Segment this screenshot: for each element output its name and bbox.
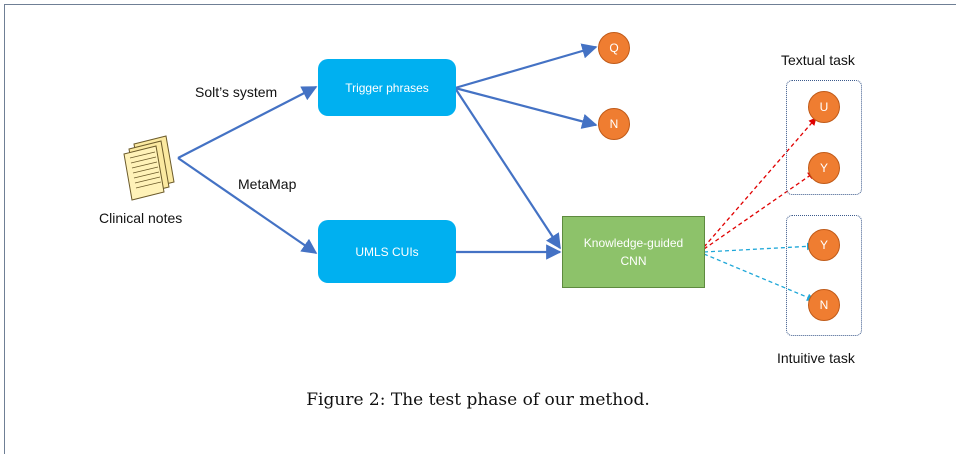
arrow-kcnn-to-y-textual (703, 171, 816, 250)
arrow-trigger-to-n (454, 86, 598, 129)
knowledge-guided-cnn-box: Knowledge-guided CNN (562, 216, 705, 288)
arrow-kcnn-to-u (703, 117, 817, 248)
label-clinical-notes: Clinical notes (99, 210, 183, 226)
arrow-trigger-to-q (454, 43, 598, 90)
arrow-notes-to-umls (177, 157, 318, 254)
node-q: Q (598, 32, 630, 64)
textual-task-group (786, 80, 862, 195)
figure-caption: Figure 2: The test phase of our method. (306, 390, 650, 410)
trigger-phrases-label: Trigger phrases (345, 80, 429, 95)
label-textual-task: Textual task (781, 52, 855, 68)
umls-cuis-label: UMLS CUIs (355, 244, 419, 259)
node-n-intuitive: N (808, 289, 840, 321)
node-y-intuitive: Y (808, 229, 840, 261)
kcnn-label-line2: CNN (620, 254, 647, 268)
node-y-textual: Y (808, 152, 840, 184)
trigger-phrases-box: Trigger phrases (318, 59, 456, 116)
label-solts-system: Solt’s system (195, 84, 278, 100)
node-n-top: N (598, 108, 630, 140)
label-metamap: MetaMap (238, 176, 297, 192)
clinical-notes-icon (123, 135, 175, 201)
arrow-trigger-to-kcnn (454, 87, 561, 250)
diagram-arrows (177, 43, 817, 301)
node-u: U (808, 91, 840, 123)
umls-cuis-box: UMLS CUIs (318, 220, 456, 283)
intuitive-task-group (786, 215, 862, 336)
label-intuitive-task: Intuitive task (777, 350, 855, 366)
arrow-notes-to-trigger (177, 86, 318, 159)
arrow-kcnn-to-n-intuitive (703, 253, 815, 301)
kcnn-label-line1: Knowledge-guided (583, 236, 684, 250)
figure-frame (4, 4, 956, 454)
arrow-kcnn-to-y-intuitive (703, 242, 815, 253)
